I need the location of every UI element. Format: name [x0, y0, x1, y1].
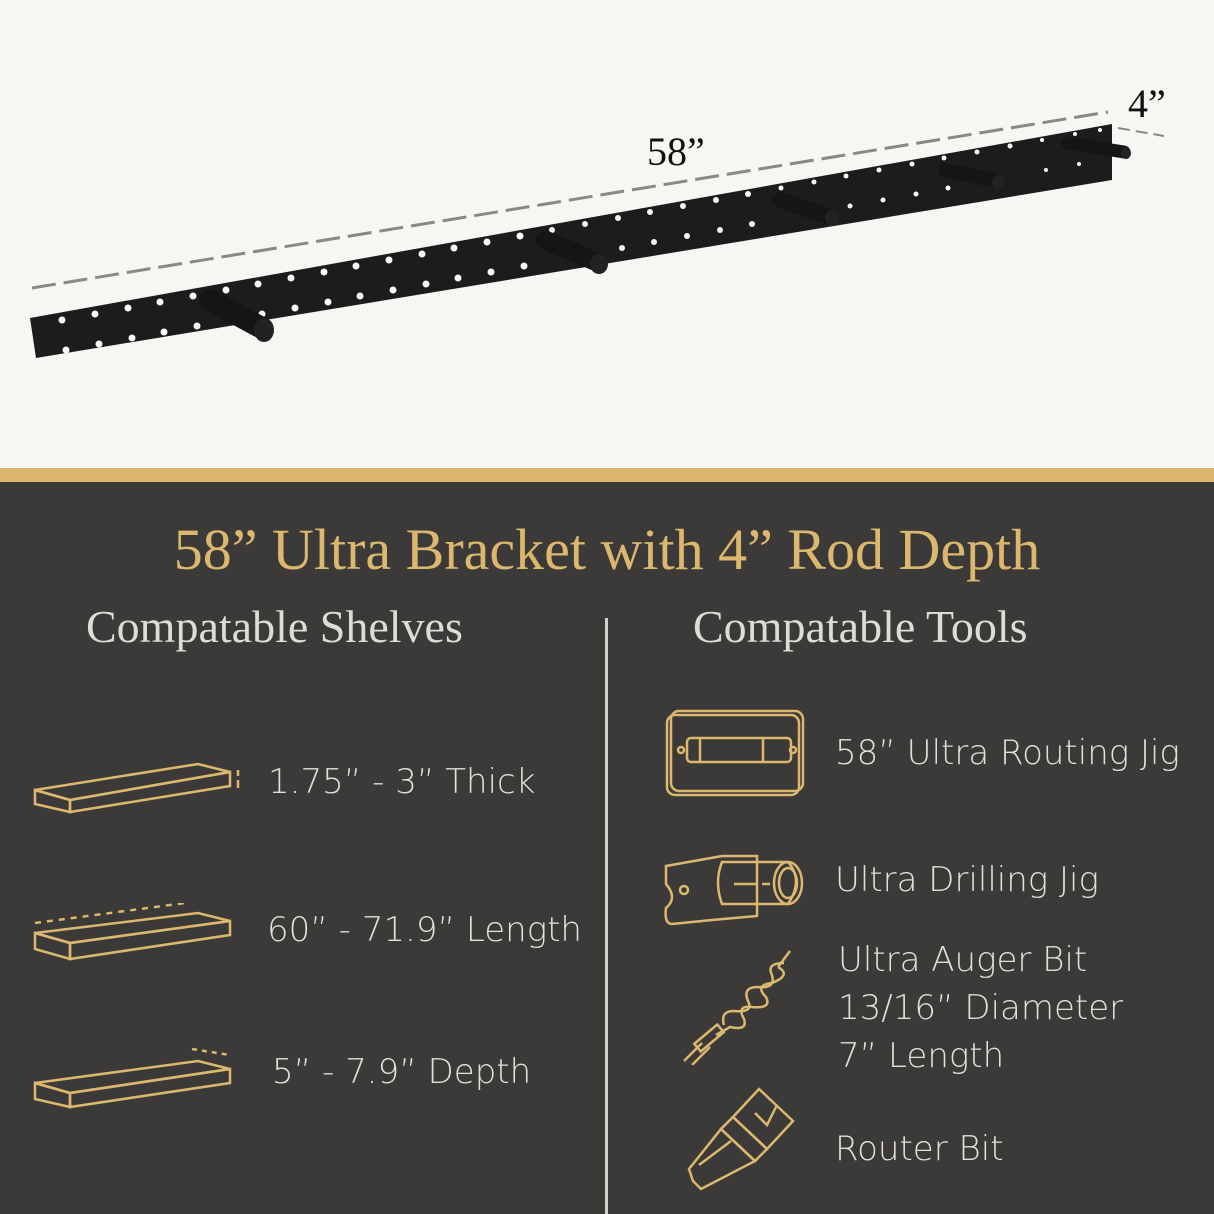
length-dimension-line	[31, 110, 1109, 290]
product-image-area: 58” 4”	[0, 0, 1214, 468]
shelf-depth-label: 5” - 7.9” Depth	[272, 1052, 532, 1092]
shelf-thickness-icon	[30, 760, 245, 820]
column-divider	[605, 618, 608, 1214]
auger-bit-icon	[680, 945, 800, 1065]
bracket-rods	[199, 136, 1131, 342]
shelf-depth-icon	[30, 1043, 245, 1113]
shelf-thickness-label: 1.75” - 3” Thick	[268, 762, 536, 802]
shelves-heading: Compatable Shelves	[86, 601, 463, 652]
router-bit-icon	[685, 1085, 800, 1195]
routing-jig-label: 58” Ultra Routing Jig	[835, 733, 1180, 773]
page-title: 58” Ultra Bracket with 4” Rod Depth	[173, 517, 1041, 582]
depth-label: 4”	[1128, 81, 1166, 126]
tools-heading: Compatable Tools	[693, 601, 1028, 652]
gold-divider-band	[0, 468, 1214, 482]
auger-bit-name: Ultra Auger Bit	[838, 940, 1088, 980]
bracket-diagram	[30, 110, 1165, 358]
shelf-length-icon	[30, 903, 245, 963]
shelf-length-label: 60” - 71.9” Length	[267, 910, 582, 950]
router-bit-label: Router Bit	[835, 1129, 1004, 1169]
bracket-holes	[58, 128, 1102, 354]
drilling-jig-label: Ultra Drilling Jig	[835, 860, 1099, 900]
auger-bit-length: 7” Length	[838, 1036, 1005, 1076]
depth-dimension-line	[1117, 127, 1165, 137]
drilling-jig-icon	[662, 848, 812, 928]
length-label: 58”	[647, 129, 705, 174]
routing-jig-icon	[665, 708, 810, 798]
auger-bit-diameter: 13/16” Diameter	[838, 988, 1124, 1028]
